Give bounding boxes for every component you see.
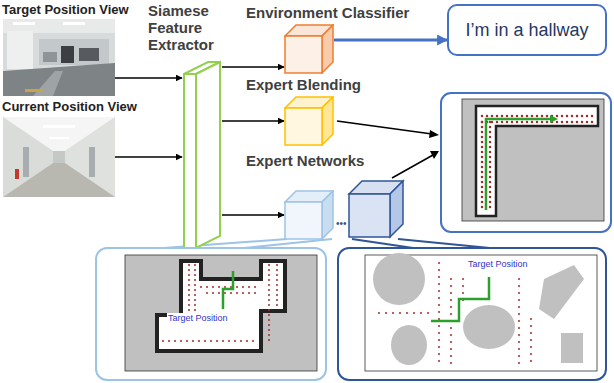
expert-map-panel: Target Position xyxy=(337,247,607,381)
node-label: Siamese Feature Extractor xyxy=(148,2,232,53)
expert-cube xyxy=(349,181,403,237)
blending-block: Expert Blending xyxy=(246,76,416,148)
blending-block-shape xyxy=(284,96,334,146)
node-label: Expert Blending xyxy=(246,76,361,93)
camera-view-shape xyxy=(3,117,115,197)
camera-view: Current Position View xyxy=(2,99,150,199)
ellipsis-label: ••• xyxy=(336,218,347,230)
node-label: Environment Classifier xyxy=(246,4,409,21)
node-label: Target Position xyxy=(167,313,229,324)
flow-arrow xyxy=(115,156,182,158)
node-label: Expert Networks xyxy=(246,152,364,169)
node-label: I’m in a hallway xyxy=(465,20,588,41)
node-label: Current Position View xyxy=(2,99,137,115)
arrow-head xyxy=(429,130,439,138)
camera-view-shape xyxy=(3,19,115,96)
flow-arrow xyxy=(222,120,284,122)
flow-arrow xyxy=(222,214,284,216)
feature-extractor: Siamese Feature Extractor xyxy=(146,2,236,252)
classifier-block-shape xyxy=(284,24,334,74)
flow-arrow xyxy=(222,66,284,68)
classifier-block: Environment Classifier xyxy=(246,4,416,76)
camera-view: Target Position View xyxy=(2,2,142,98)
feature-extractor-shape xyxy=(182,60,222,250)
flow-arrow xyxy=(115,77,182,79)
output-bubble: I’m in a hallway xyxy=(447,4,607,56)
arrow-head xyxy=(430,151,439,159)
trajectory-map xyxy=(441,93,611,232)
node-label: Target Position xyxy=(467,259,529,270)
expert-block-shape xyxy=(284,190,334,240)
expert-map-panel: Target Position xyxy=(95,247,327,381)
flow-arrow xyxy=(334,39,447,42)
blend-arrow xyxy=(337,121,432,134)
expert-block: Expert Networks xyxy=(246,152,416,242)
node-label: Target Position View xyxy=(2,2,129,18)
expert-arrow xyxy=(392,155,433,178)
